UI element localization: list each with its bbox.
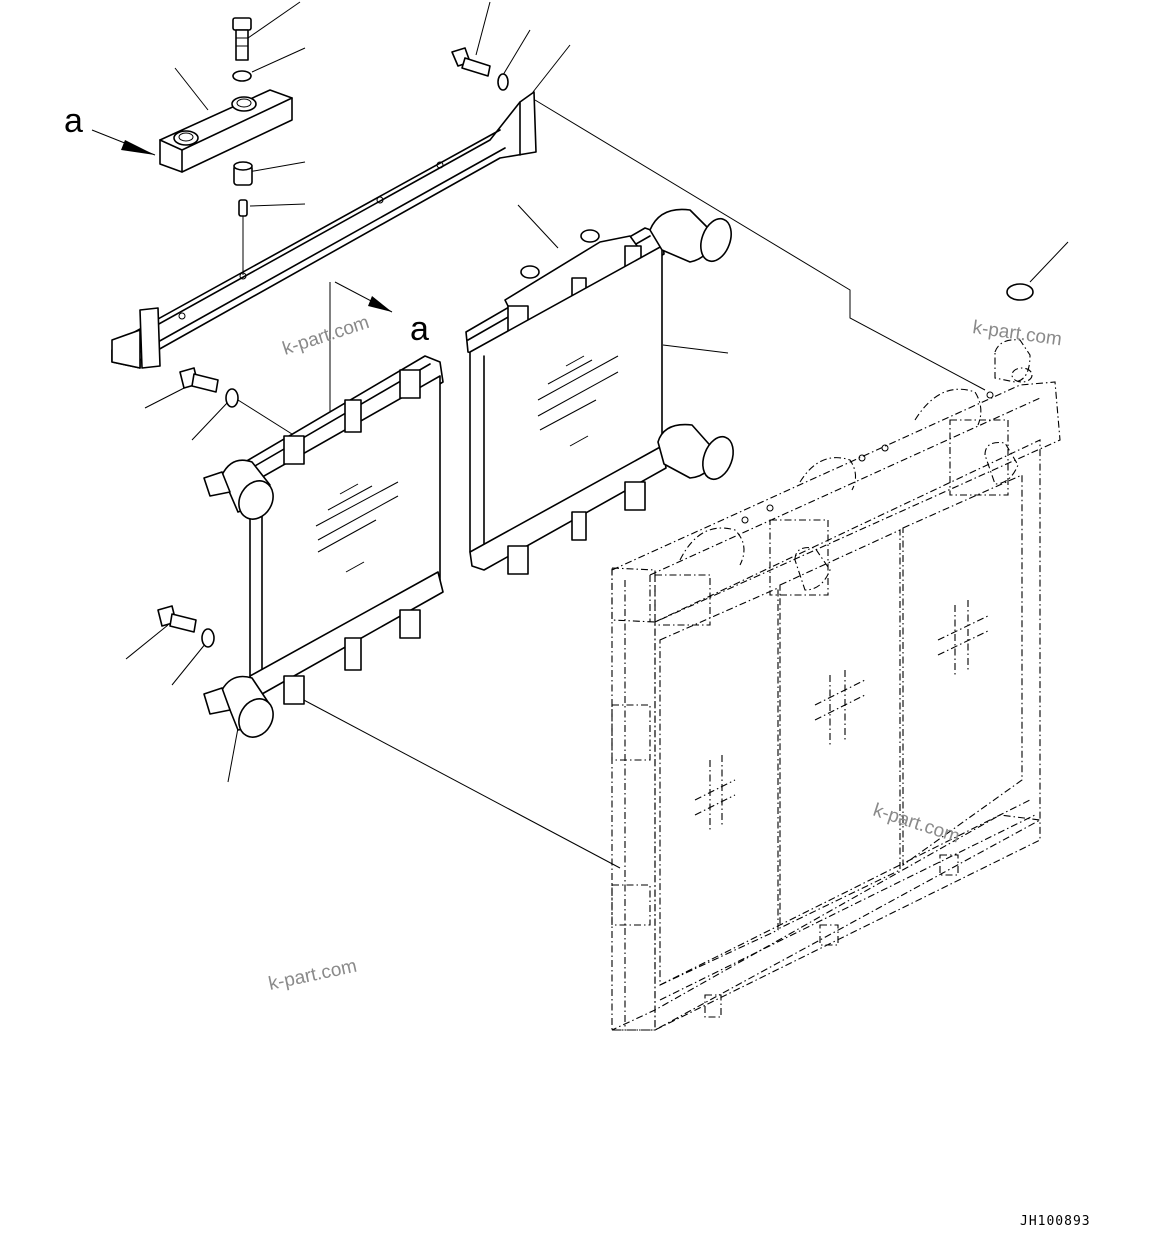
washer-top-left [232, 70, 252, 82]
watermark-4: k-part.com [267, 956, 359, 995]
view-label-right: a [410, 310, 429, 348]
washer-left-upper [225, 388, 239, 408]
dowel-pin [238, 199, 248, 217]
view-arrow-left: a [64, 102, 156, 156]
bolt-left-lower [157, 605, 197, 633]
washer-left-lower [201, 628, 215, 648]
drawing-code: JH100893 [1020, 1214, 1091, 1229]
upper-cover-plate [159, 89, 293, 173]
view-label-left: a [64, 102, 83, 140]
watermark-1: k-part.com [280, 312, 372, 360]
radiator-assembly [611, 283, 1061, 1031]
washer-top-middle [497, 73, 509, 91]
spacer-collar [233, 161, 253, 186]
watermark-2: k-part.com [971, 317, 1063, 350]
watermark-3: k-part.com [870, 800, 962, 848]
support-rail [111, 91, 537, 369]
right-cooler-core [465, 208, 734, 575]
bolt-top-left [232, 17, 252, 61]
bolt-left-upper [179, 367, 219, 393]
left-cooler-core [203, 355, 444, 738]
bolt-top-middle [451, 47, 491, 77]
leader-lines [125, 1, 1069, 869]
